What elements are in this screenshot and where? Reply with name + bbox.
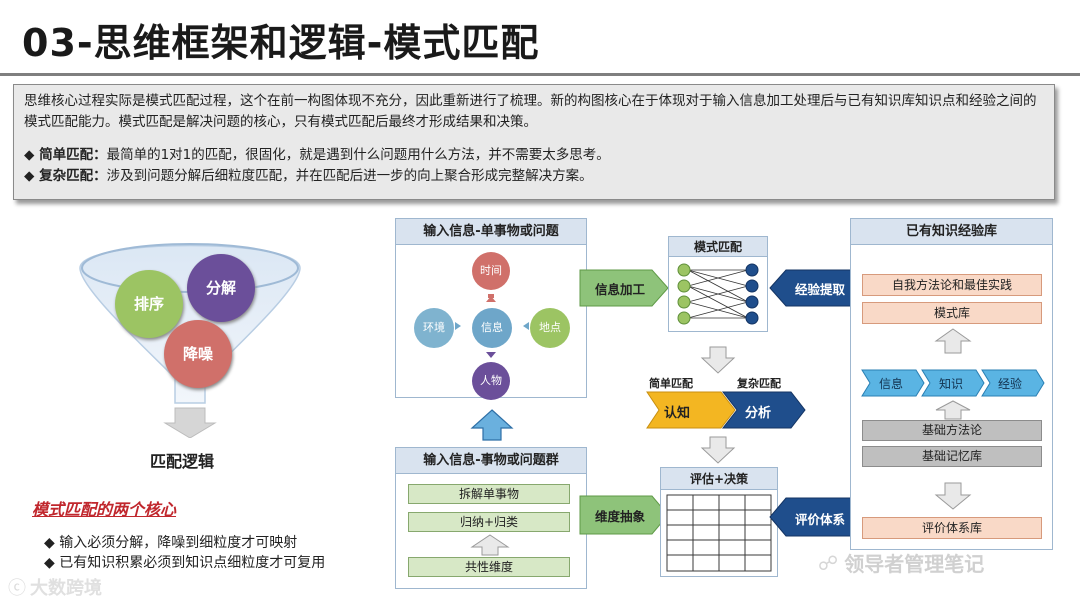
- pattern-lib-box: 模式库: [862, 302, 1042, 324]
- intro-box: 思维核心过程实际是模式匹配过程，这个在前一构图体现不充分，因此重新进行了梳理。新…: [13, 84, 1055, 200]
- weibo-icon: ⓒ: [8, 578, 26, 599]
- ball-denoise: 降噪: [164, 320, 232, 388]
- bullet-text: 最简单的1对1的匹配，很固化，就是遇到什么问题用什么方法，并不需要太多思考。: [106, 147, 610, 163]
- info-process-arrow: [579, 269, 669, 307]
- group-item-common: 共性维度: [408, 557, 570, 577]
- node-info: 信息: [472, 308, 512, 348]
- watermark-left-text: 大数跨境: [30, 578, 102, 599]
- panel-header: 模式匹配: [669, 237, 767, 257]
- bullet-text: 涉及到问题分解后细粒度匹配，并在匹配后进一步的向上聚合形成完整解决方案。: [106, 168, 593, 184]
- simple-match-label: 简单匹配: [649, 377, 693, 390]
- cores-title: 模式匹配的两个核心: [32, 500, 177, 519]
- panel-header: 输入信息-单事物或问题: [396, 219, 586, 245]
- intro-bullet-complex: ◆ 复杂匹配：涉及到问题分解后细粒度匹配，并在匹配后进一步的向上聚合形成完整解决…: [24, 166, 1044, 187]
- analyze-label: 分析: [745, 406, 772, 421]
- bullet-label: ◆ 简单匹配：: [24, 147, 107, 163]
- node-time: 时间: [472, 252, 510, 290]
- panel-header: 已有知识经验库: [851, 219, 1052, 245]
- watermark-right-text: 领导者管理笔记: [844, 552, 985, 576]
- intro-bullet-simple: ◆ 简单匹配：最简单的1对1的匹配，很固化，就是遇到什么问题用什么方法，并不需要…: [24, 145, 1044, 166]
- core-item: ◆ 输入必须分解，降噪到细粒度才可映射: [44, 535, 298, 551]
- node-person: 人物: [472, 362, 510, 400]
- eval-lib-box: 评价体系库: [862, 517, 1042, 539]
- evaluation-label: 评价体系: [794, 512, 845, 527]
- up-arrow-icon: [934, 328, 972, 354]
- panel-header: 输入信息-事物或问题群: [396, 448, 586, 474]
- ball-sort: 排序: [115, 270, 183, 338]
- info-process-label: 信息加工: [594, 282, 645, 297]
- methodology-box: 自我方法论和最佳实践: [862, 274, 1042, 296]
- group-item-split: 拆解单事物: [408, 484, 570, 504]
- up-arrow-icon: [470, 534, 510, 556]
- panel-header: 评估+决策: [661, 468, 777, 490]
- up-arrow-icon: [470, 409, 514, 441]
- complex-match-label: 复杂匹配: [737, 377, 781, 390]
- basic-memory-box: 基础记忆库: [862, 446, 1042, 467]
- decision-table: [666, 494, 772, 572]
- cognize-label: 认知: [664, 406, 691, 421]
- wechat-icon: ☍: [818, 550, 839, 575]
- chain-experience: 经验: [998, 377, 1023, 391]
- down-arrow-icon: [934, 482, 972, 510]
- up-arrow-icon: [935, 400, 971, 420]
- basic-method-box: 基础方法论: [862, 420, 1042, 441]
- cognize-analyze-chevrons: [646, 391, 806, 429]
- funnel-caption: 匹配逻辑: [150, 452, 215, 471]
- watermark-left: ⓒ 大数跨境: [8, 574, 102, 600]
- down-arrow-icon: [700, 436, 736, 464]
- ball-decompose: 分解: [187, 254, 255, 322]
- core-item: ◆ 已有知识积累必须到知识点细粒度才可复用: [44, 555, 326, 571]
- knowledge-chain: [861, 369, 1045, 397]
- experience-label: 经验提取: [794, 282, 845, 297]
- matching-lines: [677, 263, 759, 325]
- funnel-down-arrow: [163, 407, 217, 438]
- title-divider: [0, 73, 1080, 76]
- node-environment: 环境: [414, 308, 454, 348]
- node-place: 地点: [530, 308, 570, 348]
- dimension-label: 维度抽象: [594, 509, 645, 524]
- chain-info: 信息: [879, 377, 904, 391]
- page-title: 03-思维框架和逻辑-模式匹配: [22, 21, 540, 65]
- watermark-right: ☍ 领导者管理笔记: [818, 548, 984, 577]
- chain-knowledge: 知识: [939, 377, 964, 391]
- group-item-induce: 归纳+归类: [408, 512, 570, 532]
- node-connectors: [455, 294, 529, 358]
- intro-paragraph: 思维核心过程实际是模式匹配过程，这个在前一构图体现不充分，因此重新进行了梳理。新…: [24, 93, 1037, 130]
- bullet-label: ◆ 复杂匹配：: [24, 168, 107, 184]
- down-arrow-icon: [700, 346, 736, 374]
